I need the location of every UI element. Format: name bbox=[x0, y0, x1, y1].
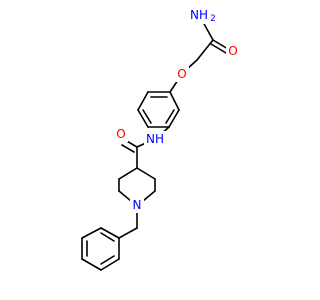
atom-label-amide-oxygen: O bbox=[226, 43, 240, 59]
bond-ring-b-inner-1 bbox=[100, 255, 115, 265]
molecule-structure-diagram: NH 2 O O NH O N bbox=[81, 7, 240, 271]
bond-ring-a-4 bbox=[137, 109, 149, 128]
bond-ring-a-inner-1 bbox=[165, 109, 175, 124]
anilide-nh-label: NH bbox=[146, 132, 164, 146]
bond-pip-1 bbox=[136, 167, 156, 180]
bond-ring-a-5 bbox=[137, 91, 149, 111]
bond-ring-b-inner-3 bbox=[100, 232, 115, 242]
atom-label-carbonyl-oxygen: O bbox=[114, 126, 128, 142]
bond-ring-b-6 bbox=[100, 227, 120, 239]
bond-pip-4 bbox=[118, 190, 132, 202]
bond-amide-c-o-1 bbox=[212, 39, 229, 50]
amide-nh2-label: NH bbox=[190, 8, 208, 22]
bond-amide-c-o-2 bbox=[210, 43, 227, 54]
atom-label-ether-oxygen: O bbox=[175, 66, 189, 82]
atom-label-anilide-nh: NH bbox=[144, 131, 166, 147]
bond-pip-3 bbox=[142, 190, 156, 202]
carbonyl-oxygen-label: O bbox=[116, 127, 125, 141]
bond-ring-a-2 bbox=[168, 109, 180, 128]
bond-ring-b-5 bbox=[81, 227, 102, 239]
bond-ring-b-3 bbox=[81, 258, 102, 271]
atom-label-piperidine-n: N bbox=[130, 197, 144, 213]
amide-oxygen-label: O bbox=[228, 44, 237, 58]
bond-ring-a-1 bbox=[169, 91, 180, 111]
bond-ch2-benzyl-ring bbox=[118, 227, 138, 239]
bond-carbonyl-ch2 bbox=[196, 39, 214, 61]
bond-nh2-carbonyl-carbon bbox=[202, 21, 214, 41]
bond-ring-b-2 bbox=[100, 258, 120, 271]
bond-carbonyl-c-o-2 bbox=[121, 144, 135, 153]
bond-pip-6 bbox=[118, 167, 138, 180]
amide-nh2-subscript: 2 bbox=[210, 14, 216, 24]
ether-oxygen-label: O bbox=[177, 67, 186, 81]
atom-label-amide-nh2: NH 2 bbox=[189, 7, 217, 24]
bond-ring-a-inner-2 bbox=[142, 109, 152, 124]
piperidine-n-label: N bbox=[133, 198, 142, 212]
